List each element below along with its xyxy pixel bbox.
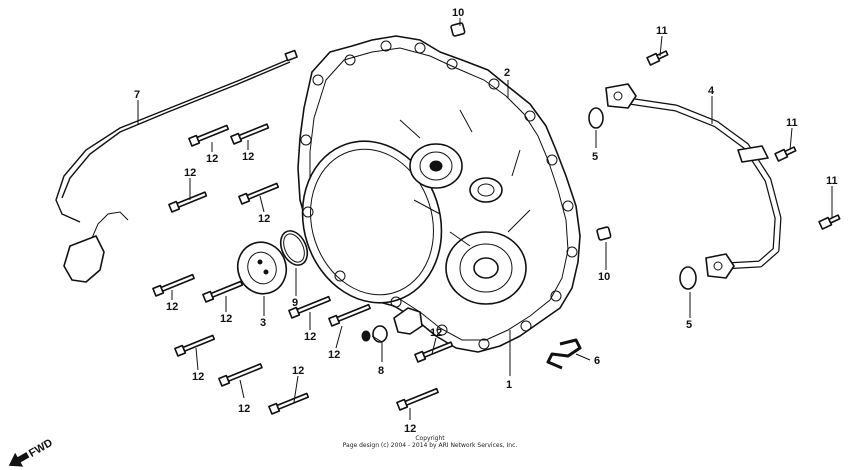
- leader-lines: [137, 18, 833, 420]
- o-ring: [279, 230, 309, 266]
- dowel-pin-upper: [450, 22, 466, 37]
- callout-12-h: 12: [328, 349, 340, 361]
- callout-12-j: 12: [238, 403, 250, 415]
- callout-labels: 1 2 3 4 5 5 6 7 8 9 10 10 11 11 11 12 12…: [134, 7, 838, 435]
- callout-12-c: 12: [184, 167, 196, 179]
- callout-12-i: 12: [192, 371, 204, 383]
- callout-11-middle: 11: [786, 117, 798, 129]
- bolts-12: [152, 123, 454, 415]
- fwd-arrow-icon: FWD: [8, 437, 55, 467]
- copyright-notice: Copyright Page design (c) 2004 - 2014 by…: [300, 435, 560, 449]
- callout-7: 7: [134, 89, 140, 101]
- fwd-label: FWD: [27, 437, 55, 460]
- callout-12-l: 12: [430, 327, 442, 339]
- clip: [546, 338, 582, 370]
- callout-9: 9: [292, 297, 298, 309]
- dowel-pin-lower: [596, 226, 612, 241]
- copyright-line-2: Page design (c) 2004 - 2014 by ARI Netwo…: [342, 442, 518, 449]
- callout-5-upper: 5: [592, 151, 598, 163]
- oil-pipe: [605, 83, 782, 279]
- callout-12-d: 12: [258, 213, 270, 225]
- callout-6: 6: [594, 355, 600, 367]
- callout-10-lower: 10: [598, 271, 610, 283]
- sensor-unit: [361, 307, 423, 343]
- cover-cap: [236, 241, 288, 295]
- callout-5-lower: 5: [686, 319, 692, 331]
- o-ring-lower: [679, 266, 697, 290]
- copyright-line-1: Copyright: [415, 435, 445, 442]
- callout-11-right: 11: [826, 175, 838, 187]
- callout-12-g: 12: [304, 331, 316, 343]
- o-ring-upper: [588, 107, 604, 129]
- callout-4: 4: [708, 85, 715, 97]
- callout-12-f: 12: [220, 313, 232, 325]
- callout-12-m: 12: [404, 423, 416, 435]
- callout-3: 3: [260, 317, 266, 329]
- callout-11-top: 11: [656, 25, 668, 37]
- transmission-case-cover: [297, 35, 581, 353]
- callout-8: 8: [378, 365, 384, 377]
- callout-12-e: 12: [166, 301, 178, 313]
- wire-harness: [55, 49, 298, 283]
- bolts-11: [646, 50, 841, 230]
- callout-10-upper: 10: [452, 7, 464, 19]
- callout-12-k: 12: [292, 365, 304, 377]
- callout-12-a: 12: [206, 153, 218, 165]
- callout-2: 2: [504, 67, 510, 79]
- callout-1: 1: [506, 379, 512, 391]
- callout-12-b: 12: [242, 151, 254, 163]
